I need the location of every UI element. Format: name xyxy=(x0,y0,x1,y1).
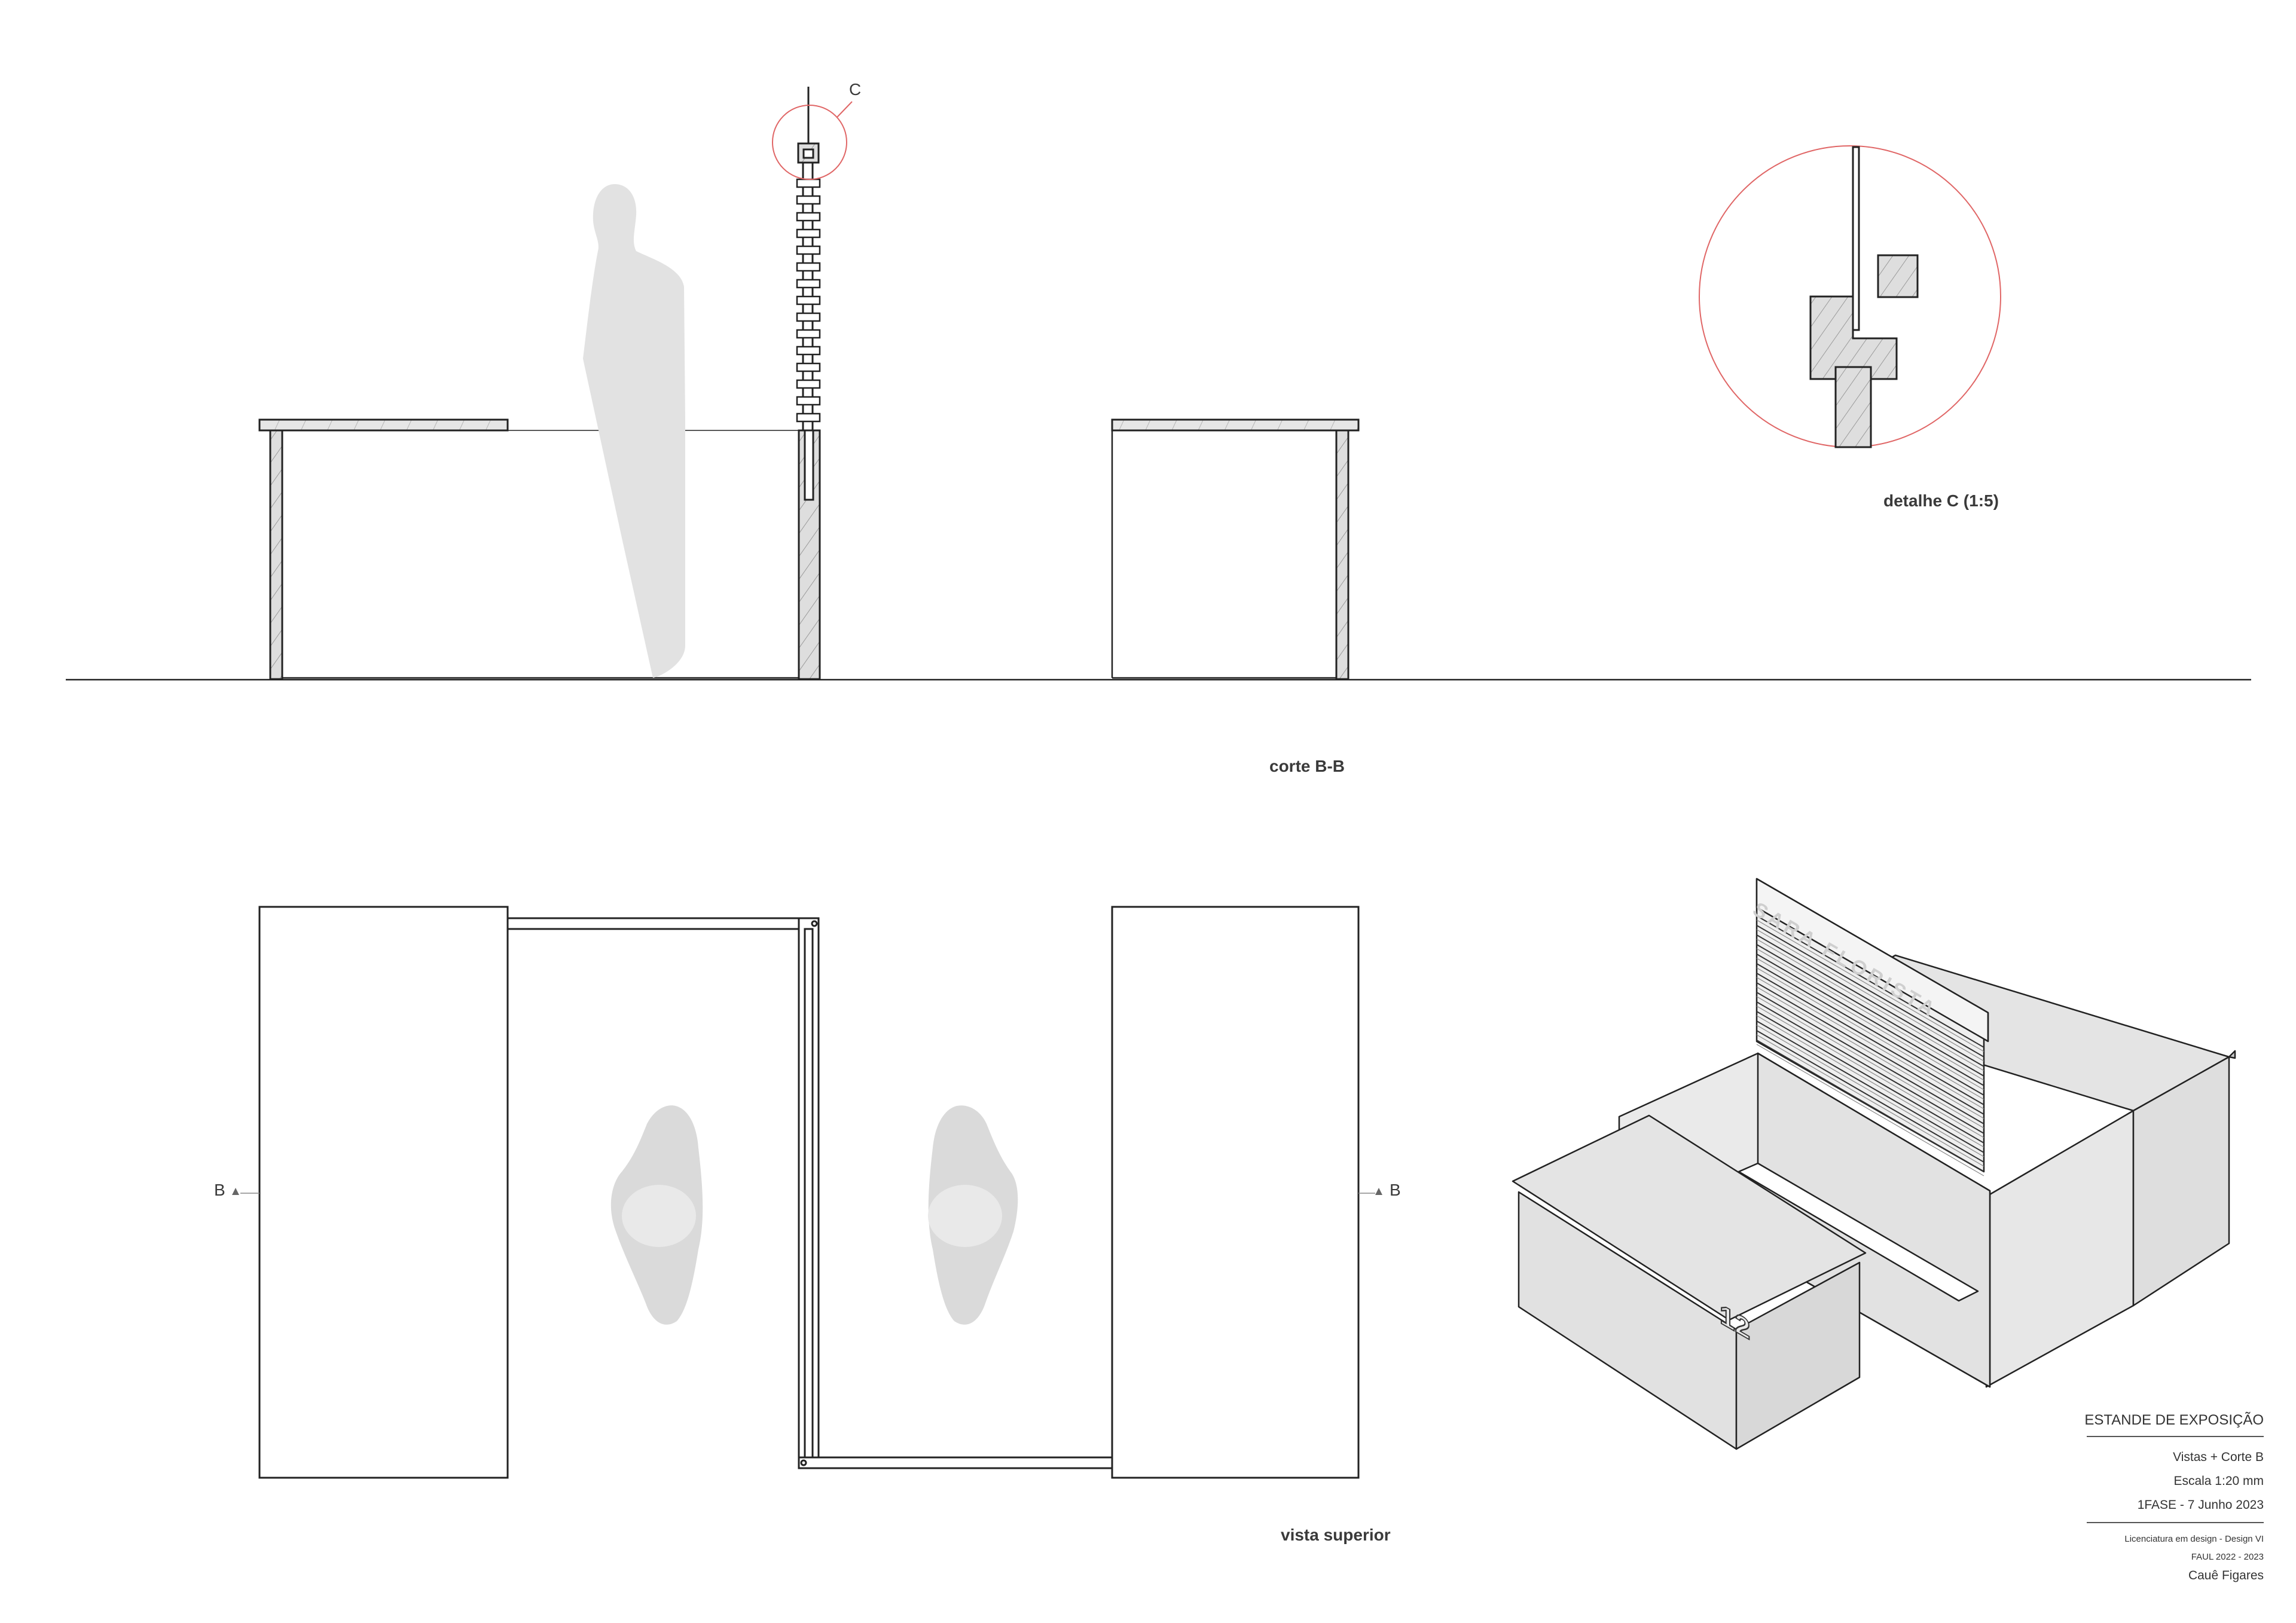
section-caption: corte B-B xyxy=(1269,757,1345,775)
project-title: ESTANDE DE EXPOSIÇÃO xyxy=(2084,1412,2264,1428)
detail-caption: detalhe C (1:5) xyxy=(1883,491,1999,510)
cut-marker-right xyxy=(1358,1188,1382,1195)
axo-slat-edge xyxy=(1756,1044,1984,1176)
left-counter-section xyxy=(258,418,799,680)
course-name: Licenciatura em design - Design VI xyxy=(2124,1534,2264,1544)
sheet-scale: Escala 1:20 mm xyxy=(2173,1474,2264,1488)
axo-slat xyxy=(1756,1011,1984,1144)
detail-callout-circle xyxy=(772,105,847,180)
axo-slat xyxy=(1756,1001,1984,1134)
title-divider-top xyxy=(2087,1436,2264,1437)
axo-slat xyxy=(1756,992,1984,1124)
school-year: FAUL 2022 - 2023 xyxy=(2191,1552,2264,1562)
axo-slat-edge xyxy=(1756,1025,1984,1157)
right-counter-section xyxy=(1111,418,1360,680)
section-slat xyxy=(796,279,821,289)
human-silhouette xyxy=(583,184,685,678)
axo-slat-edge xyxy=(1756,958,1984,1090)
central-partition-section xyxy=(796,87,821,680)
axo-slat xyxy=(1756,982,1984,1115)
section-slat xyxy=(796,195,821,205)
axo-slat xyxy=(1756,1030,1984,1163)
axo-slatted-panel xyxy=(1755,878,1989,1176)
cut-marker-left xyxy=(232,1188,259,1195)
plan-person-left xyxy=(610,1105,703,1325)
cut-marker-left-label: B xyxy=(214,1181,225,1199)
axo-slat-edge xyxy=(1756,939,1984,1071)
title-block: ESTANDE DE EXPOSIÇÃO Vistas + Corte B Es… xyxy=(2084,1412,2264,1591)
section-callout-letter: C xyxy=(849,80,862,99)
section-slat xyxy=(796,245,821,255)
author-name: Cauê Figares xyxy=(2188,1569,2264,1582)
section-slat xyxy=(796,312,821,322)
plan-person-right xyxy=(928,1105,1018,1325)
axo-slat xyxy=(1756,963,1984,1096)
axo-slat-edge xyxy=(1756,1034,1984,1167)
plan-caption: vista superior xyxy=(1281,1526,1391,1544)
section-slat xyxy=(796,396,821,406)
section-slat xyxy=(796,379,821,389)
section-slat xyxy=(796,212,821,222)
axo-slat-edge xyxy=(1756,986,1984,1119)
plan-right-counter xyxy=(1111,906,1360,1479)
section-slat xyxy=(796,262,821,272)
detail-c-drawing xyxy=(1699,145,2001,448)
plan-view-drawing xyxy=(232,906,1382,1479)
sheet-name: Vistas + Corte B xyxy=(2173,1450,2264,1464)
section-slat xyxy=(796,228,821,239)
axo-slat xyxy=(1756,953,1984,1086)
axo-slat-edge xyxy=(1756,977,1984,1109)
cut-marker-right-label: B xyxy=(1390,1181,1401,1199)
axo-slat-edge xyxy=(1756,996,1984,1129)
section-slat xyxy=(796,178,821,188)
section-slat xyxy=(796,362,821,372)
plan-left-counter xyxy=(258,906,509,1479)
axo-slat-edge xyxy=(1756,929,1984,1062)
axo-slat xyxy=(1756,973,1984,1105)
axonometric-drawing xyxy=(1512,878,2236,1450)
detail-callout-leader xyxy=(836,101,853,118)
axo-slat-edge xyxy=(1756,1005,1984,1138)
section-slat xyxy=(796,412,821,423)
axo-slat-edge xyxy=(1756,967,1984,1100)
title-divider-bottom xyxy=(2087,1522,2264,1523)
axo-slat xyxy=(1756,915,1984,1048)
axo-slat-edge xyxy=(1756,919,1984,1052)
section-bb-drawing xyxy=(66,87,2251,681)
axo-front-counter xyxy=(1512,1114,1867,1450)
axo-slat xyxy=(1756,925,1984,1057)
section-slat xyxy=(796,346,821,356)
axo-slat-edge xyxy=(1756,948,1984,1081)
axo-slat-edge xyxy=(1756,1015,1984,1148)
phase-date: 1FASE - 7 Junho 2023 xyxy=(2137,1498,2264,1512)
section-slat xyxy=(796,295,821,305)
axo-slat xyxy=(1756,944,1984,1077)
axo-slat xyxy=(1756,1020,1984,1153)
axo-slat xyxy=(1756,1040,1984,1172)
axo-slat xyxy=(1756,934,1984,1067)
section-slat xyxy=(796,329,821,339)
